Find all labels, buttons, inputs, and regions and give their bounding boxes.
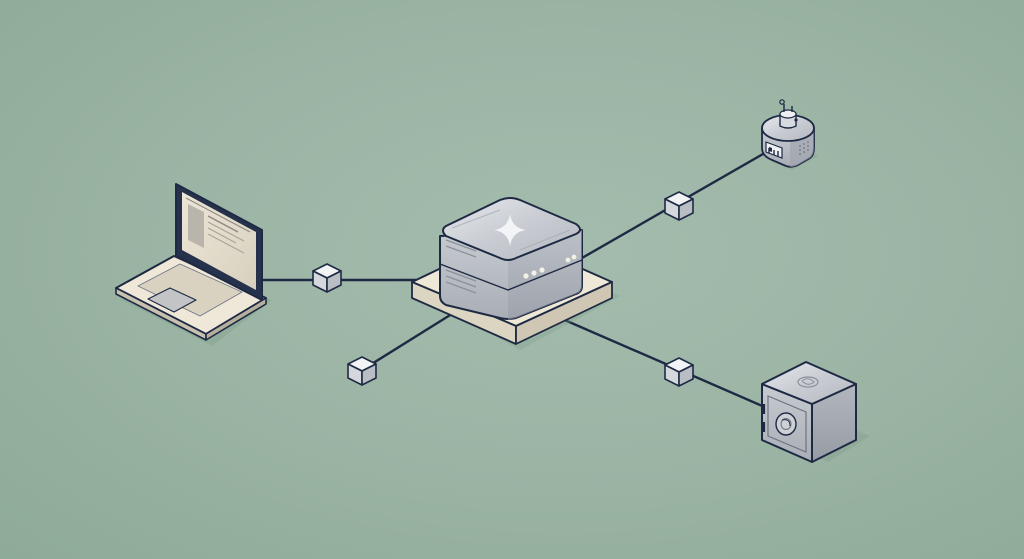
laptop-icon bbox=[115, 183, 272, 346]
vault-safe-icon bbox=[761, 361, 870, 463]
connector-cube-icon bbox=[664, 357, 694, 387]
connector-cube-icon bbox=[312, 263, 342, 293]
line-hub-open-end bbox=[360, 310, 457, 372]
connector-cube-icon bbox=[664, 191, 694, 221]
server-hub-icon bbox=[411, 197, 620, 350]
connector-cube-icon bbox=[347, 356, 377, 386]
smart-plug-icon bbox=[761, 99, 818, 170]
